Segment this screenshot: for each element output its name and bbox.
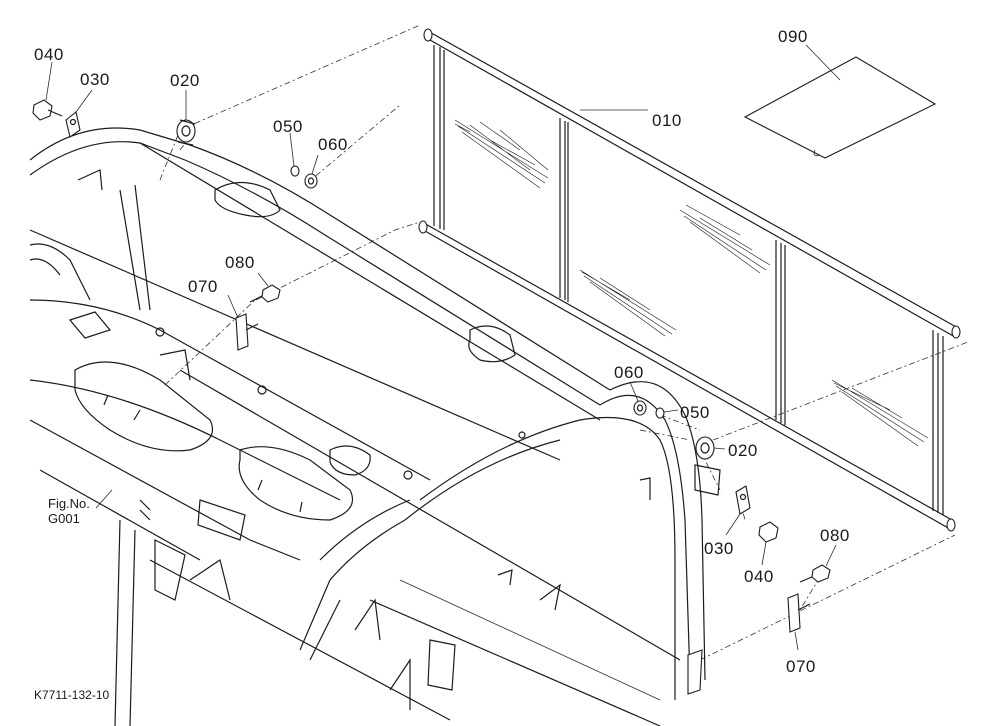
figure-reference-line2: G001 bbox=[48, 510, 80, 526]
rear-panel-assembly bbox=[418, 28, 961, 532]
callout-030-left: 030 bbox=[80, 70, 110, 89]
reference-lines bbox=[159, 24, 969, 661]
figure-reference-line1: Fig.No. bbox=[48, 496, 90, 511]
mesh-pattern bbox=[454, 119, 929, 447]
callout-060-right: 060 bbox=[614, 363, 644, 382]
figure-reference: Fig.No. G001 bbox=[48, 496, 90, 527]
callout-020-left: 020 bbox=[170, 71, 200, 90]
bolt-040-left bbox=[32, 99, 63, 121]
callout-020-right: 020 bbox=[728, 441, 758, 460]
callout-060-left: 060 bbox=[318, 135, 348, 154]
callout-080-left: 080 bbox=[225, 253, 255, 272]
callout-080-right: 080 bbox=[820, 526, 850, 545]
callout-040-left: 040 bbox=[34, 45, 64, 64]
callout-050-right: 050 bbox=[680, 403, 710, 422]
callout-030-right: 030 bbox=[704, 539, 734, 558]
callout-070-right: 070 bbox=[786, 657, 816, 676]
callout-010: 010 bbox=[652, 111, 682, 130]
callout-040-right: 040 bbox=[744, 567, 774, 586]
callout-090: 090 bbox=[778, 27, 808, 46]
cab-frame bbox=[29, 127, 706, 726]
callout-050-left: 050 bbox=[273, 117, 303, 136]
hardware-parts bbox=[32, 99, 831, 695]
drawing-code: K7711-132-10 bbox=[34, 688, 110, 702]
callout-070-left: 070 bbox=[188, 277, 218, 296]
leader-lines bbox=[45, 44, 841, 651]
label-sheet bbox=[743, 56, 937, 159]
